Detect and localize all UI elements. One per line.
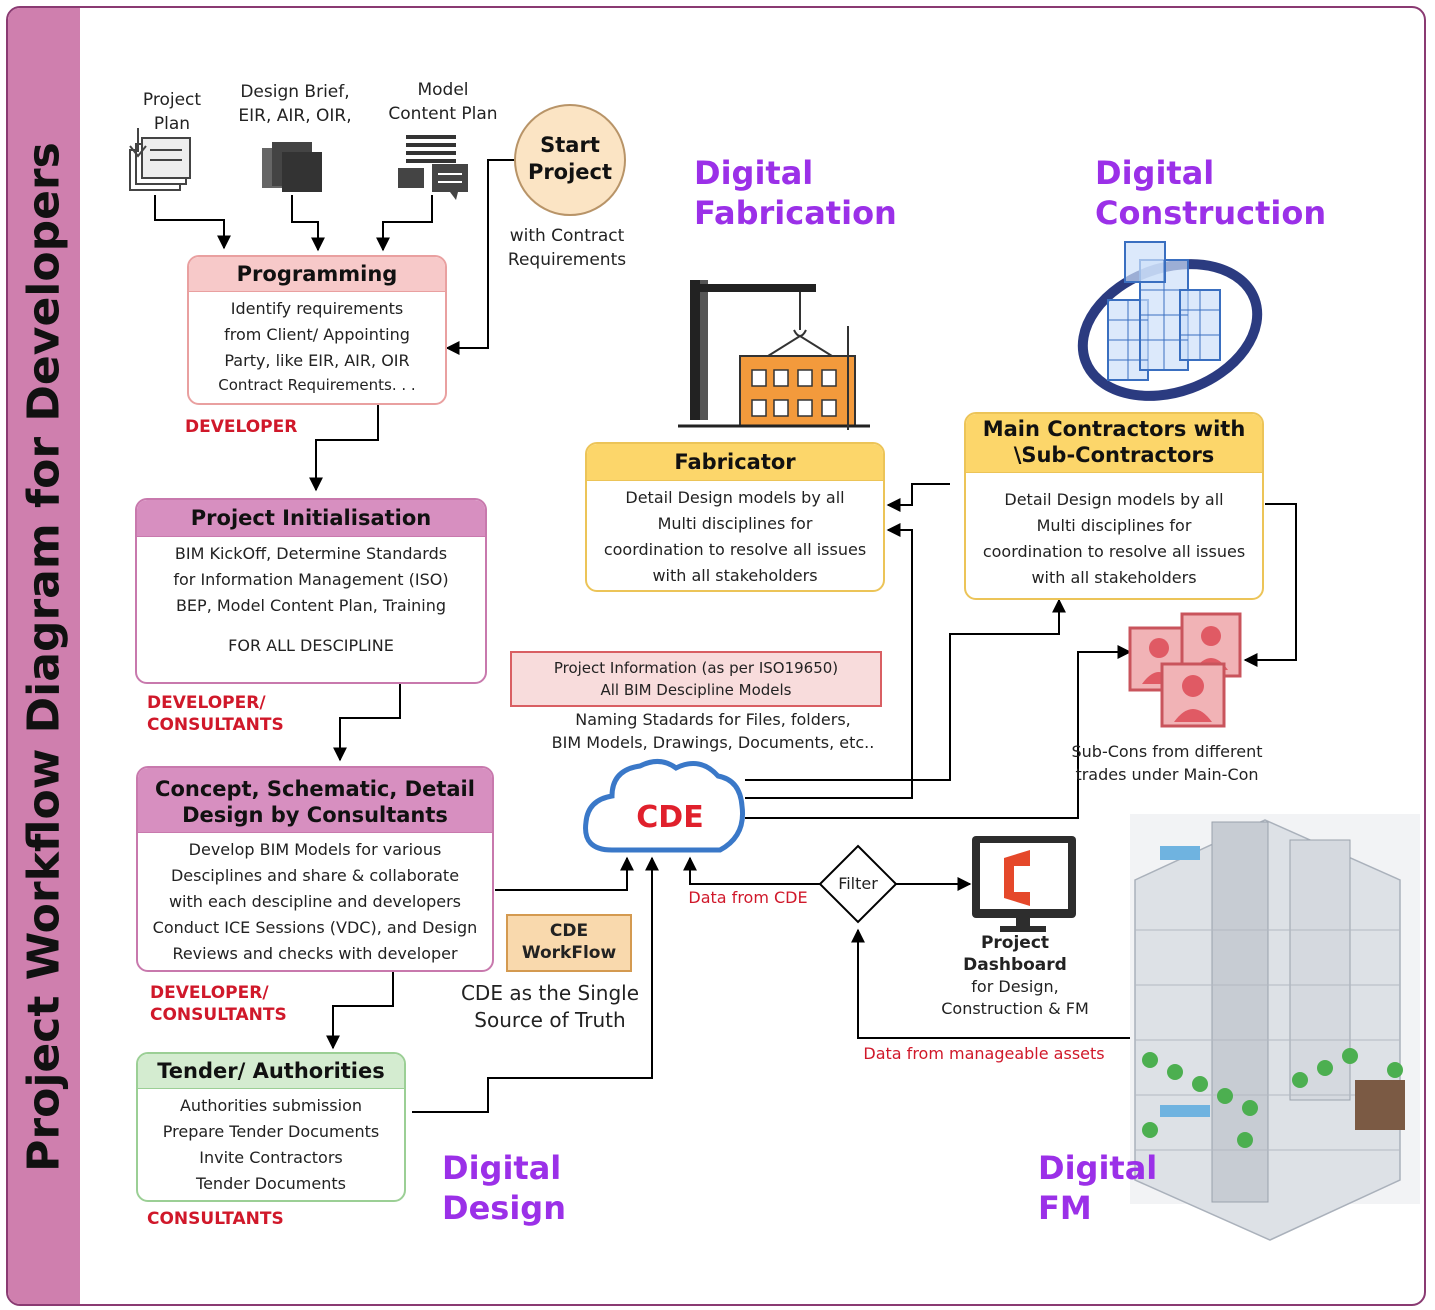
section-digital-design: Digital Design <box>442 1149 566 1227</box>
dashboard-title: Project Dashboard <box>963 933 1067 975</box>
start-project-caption: with Contract Requirements <box>507 226 627 270</box>
tender-body: Authorities submission Prepare Tender Do… <box>162 1096 380 1167</box>
data-from-assets-label: Data from manageable assets <box>863 1044 1105 1063</box>
main-contractors-highlight: coordination to resolve all issues with … <box>982 542 1246 587</box>
programming-box: Programming Identify requirements from C… <box>187 255 447 405</box>
dashboard-monitor-icon <box>972 836 1076 932</box>
arrow-start-to-programming <box>445 159 515 355</box>
cde-cloud-icon <box>583 759 746 853</box>
arrow-assets-to-filter <box>851 928 1130 1039</box>
fabricator-box: Fabricator Detail Design models by all M… <box>585 442 885 592</box>
arrow-cde-to-maincon <box>745 598 1066 781</box>
main-contractors-title: Main Contractors with \Sub-Contractors <box>966 414 1262 473</box>
naming-standards-label: Naming Stadards for Files, folders, BIM … <box>551 710 875 752</box>
project-plan-icon <box>129 128 191 191</box>
arrow-cde-to-subcons <box>745 645 1132 819</box>
arrow-brief-to-programming <box>291 195 325 252</box>
arrow-cde-to-fabricator <box>745 523 913 799</box>
design-brief-label: Design Brief, EIR, AIR, OIR, <box>238 82 352 126</box>
folders-icon <box>262 142 322 192</box>
programming-highlight: Contract Requirements. . . <box>218 376 416 394</box>
arrow-filter-to-cde <box>683 856 822 885</box>
programming-role: DEVELOPER <box>185 417 298 437</box>
initialisation-box: Project Initialisation BIM KickOff, Dete… <box>135 498 487 684</box>
section-digital-fabrication: Digital Fabrication <box>694 154 897 232</box>
filter-label: Filter <box>838 874 878 893</box>
arrow-tender-to-cde <box>412 856 659 1113</box>
fabricator-highlight: coordination to resolve all issues with … <box>603 540 867 585</box>
data-from-cde-label: Data from CDE <box>688 888 808 907</box>
section-digital-construction: Digital Construction <box>1095 154 1327 232</box>
fabricator-body: Detail Design models by all Multi discip… <box>625 488 845 533</box>
start-project-node: Start Project <box>514 104 626 216</box>
programming-title: Programming <box>189 257 445 292</box>
concept-body: Develop BIM Models for various Desciplin… <box>168 840 462 911</box>
concept-title: Concept, Schematic, Detail Design by Con… <box>138 768 492 833</box>
section-digital-fm: Digital FM <box>1038 1149 1158 1227</box>
title-sidebar <box>8 8 80 1304</box>
concept-role: DEVELOPER/ CONSULTANTS <box>150 983 287 1025</box>
tender-role: CONSULTANTS <box>147 1209 284 1229</box>
arrow-concept-to-tender <box>326 972 394 1050</box>
subcons-caption: Sub-Cons from different trades under Mai… <box>1071 742 1263 784</box>
arrow-plan-to-programming <box>154 195 231 250</box>
subcons-people-icon <box>1128 612 1242 728</box>
fabricator-title: Fabricator <box>587 444 883 481</box>
fm-building-illustration <box>1130 814 1420 1241</box>
initialisation-role: DEVELOPER/ CONSULTANTS <box>147 693 284 735</box>
arrow-maincon-to-subcons <box>1243 503 1297 667</box>
project-info-box: Project Information (as per ISO19650) Al… <box>510 651 882 707</box>
arrow-programming-to-init <box>309 405 379 492</box>
cde-workflow-box: CDE WorkFlow <box>506 914 632 972</box>
concept-highlight: Conduct ICE Sessions (VDC), and Design R… <box>152 918 478 963</box>
tender-title: Tender/ Authorities <box>138 1054 404 1089</box>
arrow-init-to-concept <box>333 684 401 762</box>
arrow-concept-to-cde <box>495 856 634 891</box>
initialisation-body: BIM KickOff, Determine Standards for Inf… <box>173 544 449 615</box>
model-content-plan-icon <box>398 135 468 200</box>
main-contractors-body: Detail Design models by all Multi discip… <box>1004 490 1224 535</box>
cde-single-source-caption: CDE as the Single Source of Truth <box>460 981 640 1032</box>
concept-box: Concept, Schematic, Detail Design by Con… <box>136 766 494 972</box>
dashboard-caption: for Design, Construction & FM <box>941 977 1089 1018</box>
tender-highlight: Tender Documents <box>196 1174 346 1193</box>
cde-label: CDE <box>636 800 704 835</box>
arrow-maincon-to-fabricator <box>886 483 950 512</box>
arrow-mcp-to-programming <box>376 195 433 252</box>
initialisation-highlight: FOR ALL DESCIPLINE <box>228 636 394 655</box>
construction-building-illustration <box>1077 241 1263 401</box>
main-contractors-box: Main Contractors with \Sub-Contractors D… <box>964 412 1264 600</box>
programming-body: Identify requirements from Client/ Appoi… <box>224 299 410 370</box>
initialisation-title: Project Initialisation <box>137 500 485 537</box>
model-content-plan-label: Model Content Plan <box>388 80 498 124</box>
project-plan-label: Project Plan <box>142 90 202 134</box>
tender-box: Tender/ Authorities Authorities submissi… <box>136 1052 406 1202</box>
filter-diamond <box>818 844 898 924</box>
crane-building-illustration <box>678 280 870 430</box>
